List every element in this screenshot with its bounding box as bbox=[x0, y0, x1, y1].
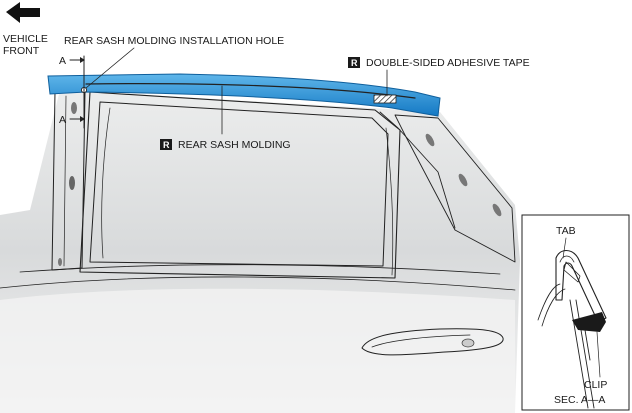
rear-sash-molding bbox=[47, 73, 441, 117]
vehicle-front-label-line1: VEHICLE bbox=[3, 33, 48, 45]
section-caption: SEC. A—A bbox=[554, 394, 605, 406]
replace-mark-tape bbox=[348, 57, 360, 68]
section-marker-lower: A bbox=[59, 114, 66, 126]
replace-mark-tape-text: R bbox=[351, 58, 358, 68]
tab-label: TAB bbox=[556, 225, 576, 237]
rear-quarter bbox=[394, 114, 516, 263]
installation-hole-label: REAR SASH MOLDING INSTALLATION HOLE bbox=[64, 35, 284, 47]
rear-sash-molding-label: REAR SASH MOLDING bbox=[178, 139, 291, 151]
replace-mark-molding bbox=[160, 139, 172, 150]
installation-hole-leader bbox=[85, 47, 135, 89]
section-arrow-upper bbox=[69, 57, 85, 63]
section-marker-upper: A bbox=[59, 55, 66, 67]
left-arrow-icon bbox=[6, 2, 40, 23]
replace-mark-molding-text: R bbox=[163, 140, 170, 150]
section-arrow-lower bbox=[69, 116, 85, 122]
vehicle-front-label-line2: FRONT bbox=[3, 45, 40, 57]
door-window bbox=[79, 91, 456, 279]
adhesive-tape-label: DOUBLE-SIDED ADHESIVE TAPE bbox=[366, 57, 530, 69]
adhesive-tape-mark bbox=[373, 94, 397, 104]
section-detail-inset: TAB CLIP SEC. A—A bbox=[521, 214, 630, 411]
clip-label: CLIP bbox=[584, 379, 607, 391]
door-handle bbox=[361, 328, 504, 356]
